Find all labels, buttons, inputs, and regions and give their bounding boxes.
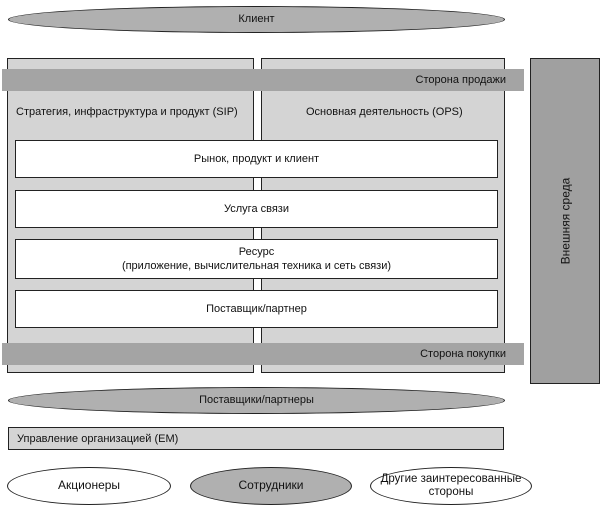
suppliers-label: Поставщики/партнеры xyxy=(199,394,314,407)
sell-side-band: Сторона продажи xyxy=(2,69,524,91)
employees-label: Сотрудники xyxy=(238,478,304,493)
client-ellipse: Клиент xyxy=(8,6,505,33)
shareholders-label: Акционеры xyxy=(57,478,121,493)
sip-panel-title: Стратегия, инфраструктура и продукт (SIP… xyxy=(16,103,252,121)
layer-market-product-customer: Рынок, продукт и клиент xyxy=(15,140,498,178)
external-environment-label: Внешняя среда xyxy=(558,177,572,265)
client-label: Клиент xyxy=(238,13,275,26)
enterprise-management-label: Управление организацией (EM) xyxy=(17,432,179,445)
other-stakeholders-line-2: стороны xyxy=(428,486,474,498)
enterprise-management-bar: Управление организацией (EM) xyxy=(8,427,504,450)
buy-side-label: Сторона покупки xyxy=(420,348,506,360)
layer-line: Услуга связи xyxy=(224,202,289,215)
suppliers-ellipse: Поставщики/партнеры xyxy=(8,387,505,414)
layer-line: Рынок, продукт и клиент xyxy=(193,152,320,165)
layer-service: Услуга связи xyxy=(15,190,498,228)
layer-resource: Ресурс (приложение, вычислительная техни… xyxy=(15,239,498,279)
layer-line: Ресурс xyxy=(238,245,275,258)
other-stakeholders-line: Другие заинтересованные xyxy=(380,472,522,485)
layer-line: Поставщик/партнер xyxy=(206,302,307,315)
sip-title-text: Стратегия, инфраструктура и продукт (SIP… xyxy=(16,106,238,118)
ops-panel-title: Основная деятельность (OPS) xyxy=(306,103,502,121)
ops-title-text: Основная деятельность (OPS) xyxy=(306,106,463,118)
sell-side-label: Сторона продажи xyxy=(415,74,506,86)
buy-side-band: Сторона покупки xyxy=(2,343,524,365)
shareholders-ellipse: Акционеры xyxy=(7,467,171,505)
other-stakeholders-ellipse: Другие заинтересованные стороны xyxy=(370,467,532,505)
layer-line-2: (приложение, вычислительная техника и се… xyxy=(121,260,392,272)
layer-supplier-partner: Поставщик/партнер xyxy=(15,290,498,328)
external-environment-box: Внешняя среда xyxy=(530,58,600,384)
employees-ellipse: Сотрудники xyxy=(190,467,352,505)
